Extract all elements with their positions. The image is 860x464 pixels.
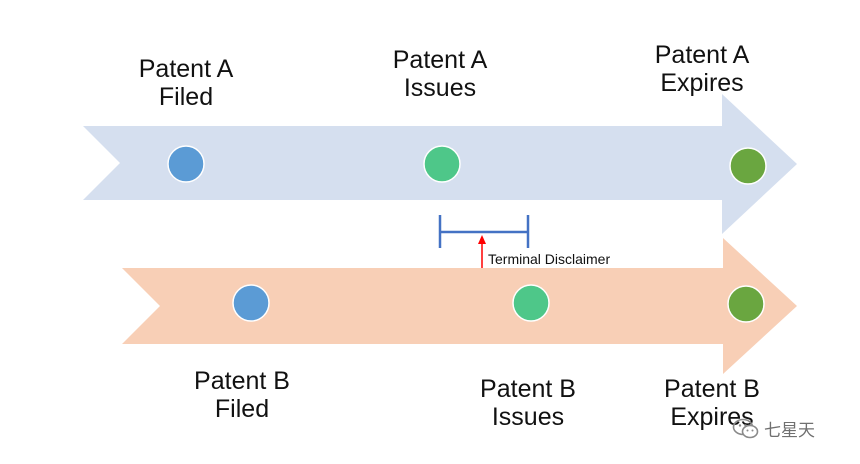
patent-a-expires-label: Patent A Expires (654, 41, 750, 97)
patent-b-expires-dot (727, 285, 765, 323)
terminal-disclaimer-arrow (478, 235, 486, 268)
patent-a-expires-dot (729, 147, 767, 185)
watermark: 七星天 (732, 416, 815, 441)
patent-a-filed-dot (167, 145, 205, 183)
patent-b-filed-dot (232, 284, 270, 322)
watermark-text: 七星天 (764, 421, 815, 440)
patent-b-filed-label: Patent B Filed (194, 367, 290, 423)
patent-b-issues-dot (512, 284, 550, 322)
patent-a-issues-dot (423, 145, 461, 183)
terminal-disclaimer-bracket (438, 215, 530, 248)
patent-a-filed-label: Patent A Filed (138, 55, 234, 111)
patent-b-timeline-arrow (122, 238, 797, 374)
wechat-icon (732, 418, 759, 438)
patent-a-issues-label: Patent A Issues (392, 46, 488, 102)
patent-b-expires-label: Patent B Expires (664, 375, 760, 431)
terminal-disclaimer-label: Terminal Disclaimer (488, 251, 611, 267)
patent-b-issues-label: Patent B Issues (480, 375, 576, 431)
